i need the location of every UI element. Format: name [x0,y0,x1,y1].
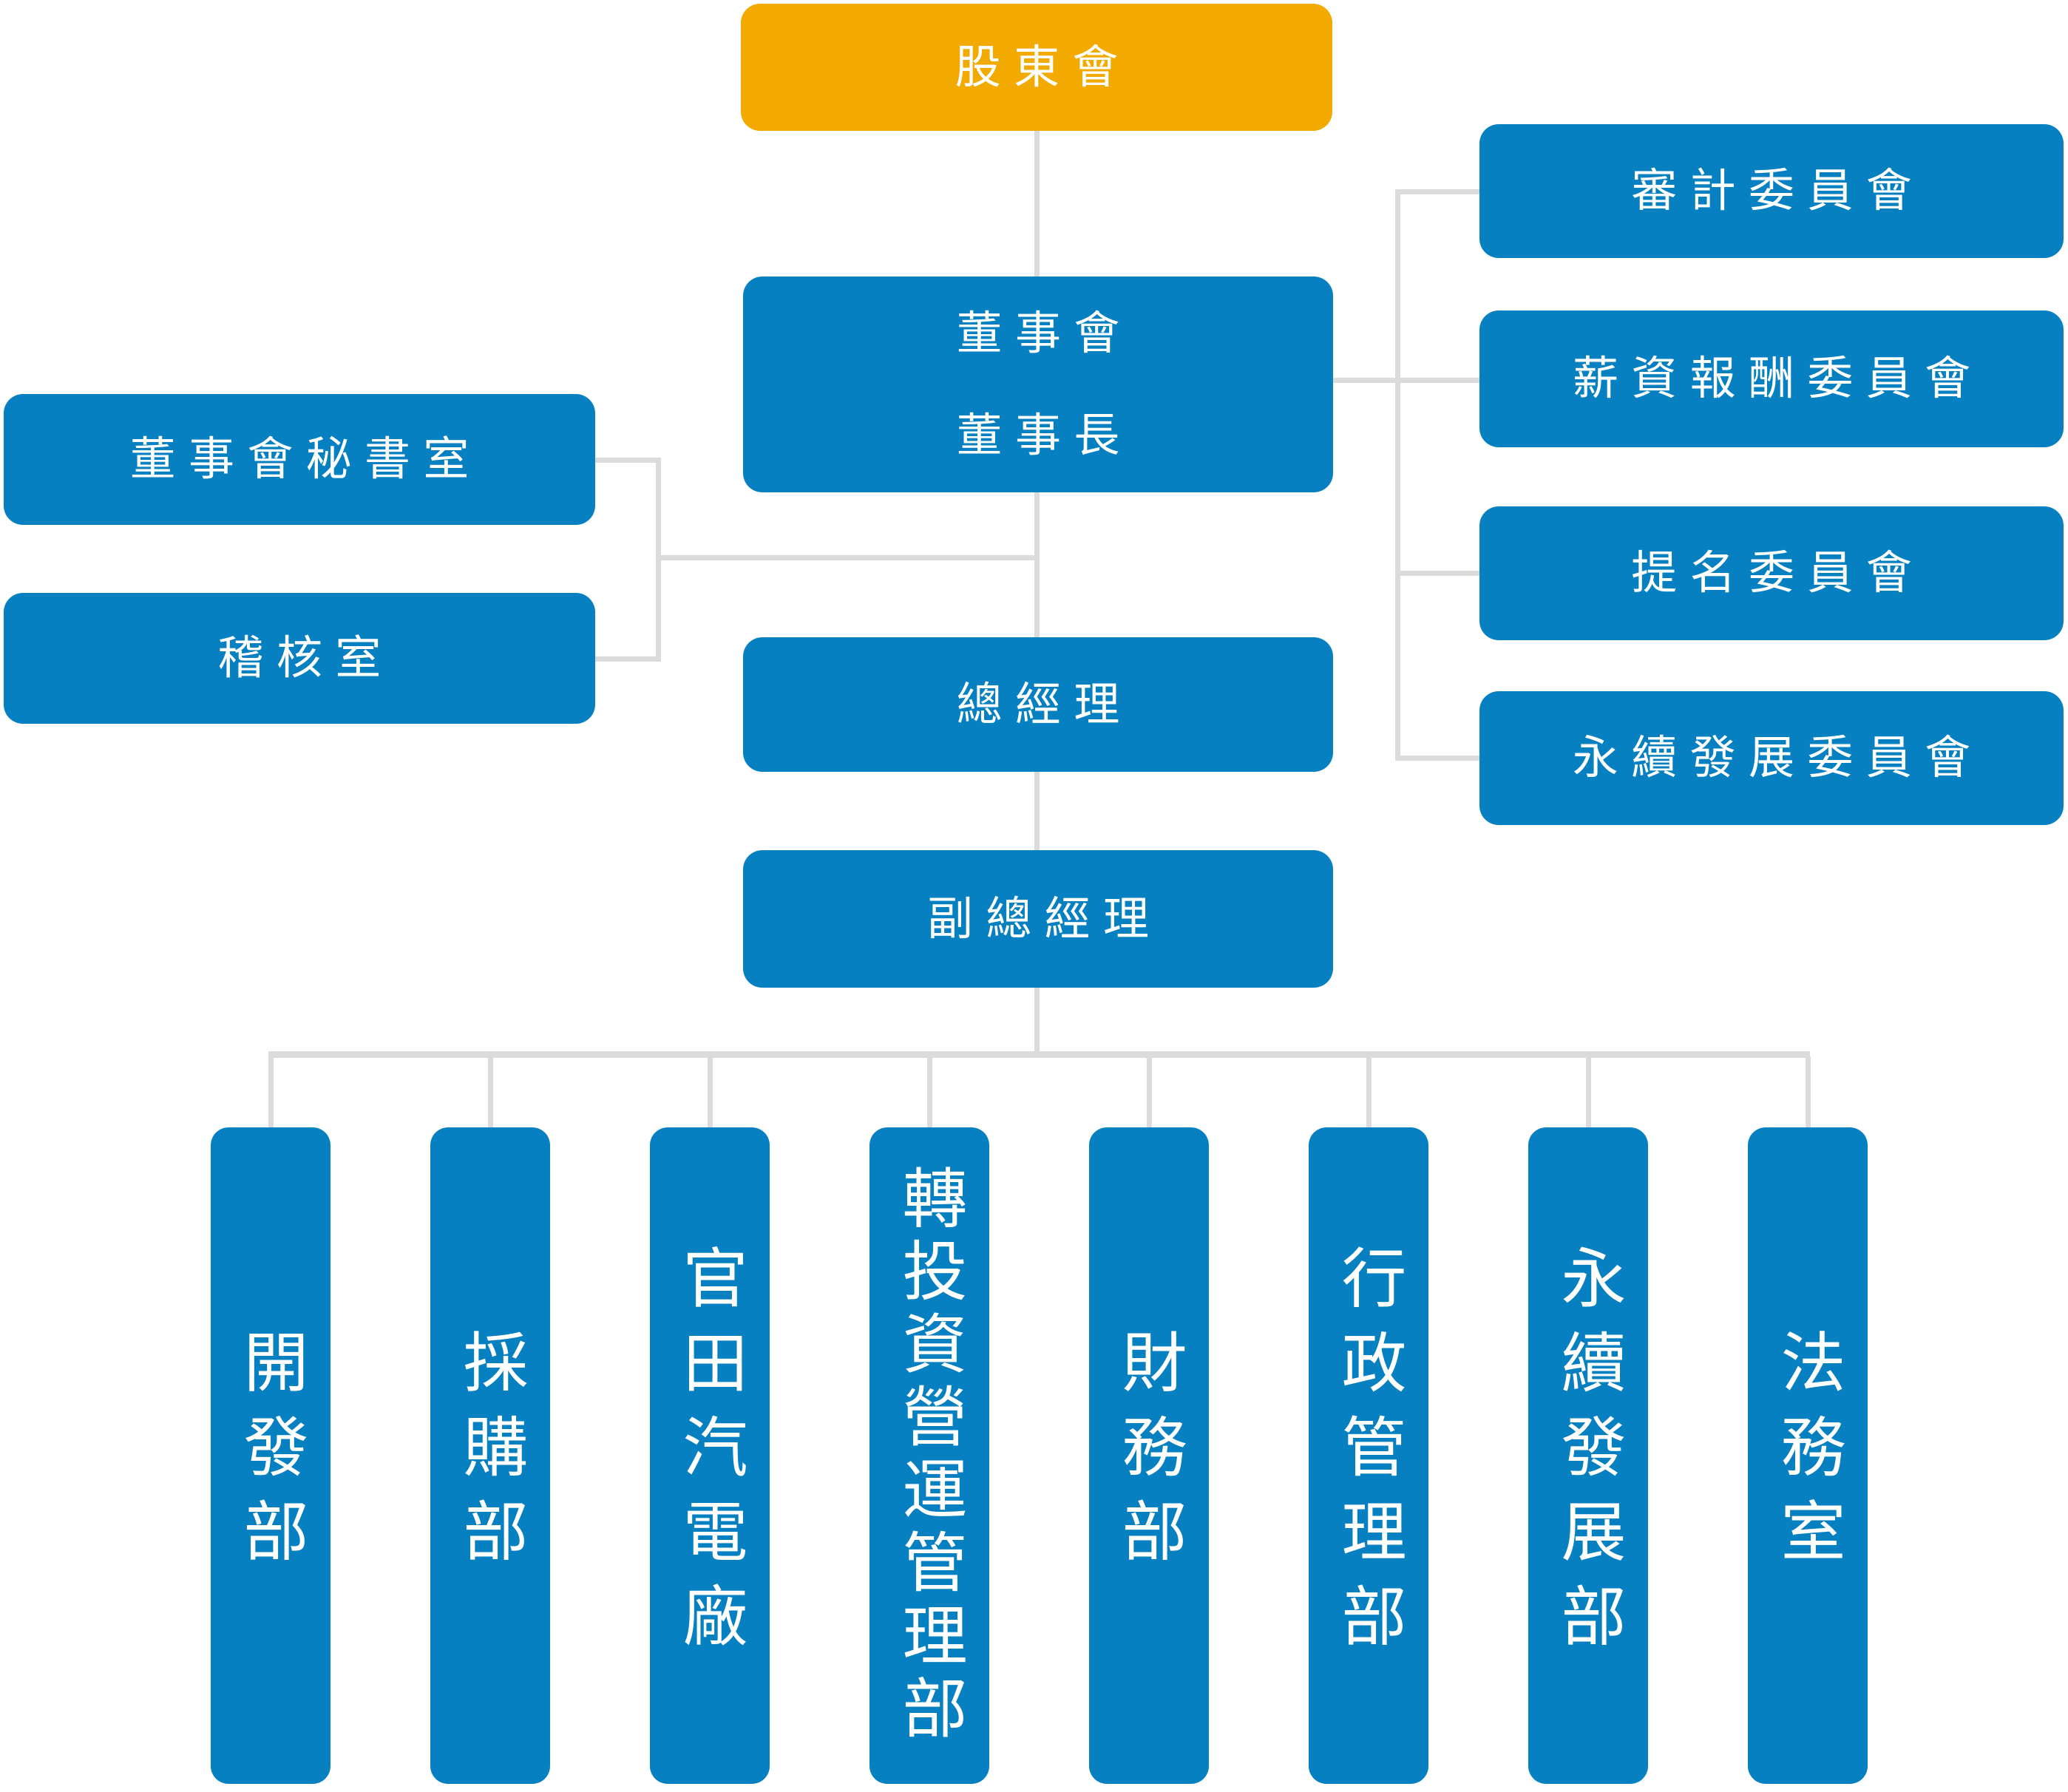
org-node-guantian-cogeneration-plant: 官田汽電廠 [650,1127,770,1784]
procurement-dept-label: 採購部 [452,1328,529,1583]
org-node-deputy-general-manager: 副總經理 [743,850,1333,988]
connector-stub-sustainability-dept [1586,1056,1591,1127]
connector-stub-legal [1806,1056,1811,1127]
org-node-legal-office: 法務室 [1748,1127,1868,1784]
connector-board-gm [1034,492,1040,637]
connector-stub-reinvestment [927,1056,932,1127]
org-node-procurement-dept: 採購部 [430,1127,550,1784]
org-node-board-secretariat: 董事會秘書室 [4,394,595,525]
board-secretariat-label: 董事會秘書室 [129,432,482,486]
sustainable-development-dept-label: 永續發展部 [1550,1244,1627,1667]
org-node-finance-dept: 財務部 [1089,1127,1209,1784]
org-node-development-dept: 開發部 [211,1127,330,1784]
chairman-label: 董事長 [956,408,1133,462]
connector-left-to-center [656,555,1037,560]
connector-shareholders-board [1034,131,1040,276]
org-node-sustainability-committee: 永續發展委員會 [1479,691,2064,825]
connector-stub-finance [1147,1056,1152,1127]
shareholders-meeting-label: 股東會 [955,39,1131,94]
connector-stub-development [268,1056,274,1127]
connector-audit-committee [1395,189,1479,194]
connector-department-distributor [268,1051,1810,1058]
compensation-committee-label: 薪資報酬委員會 [1572,351,1984,406]
connector-deputy-departments [1034,988,1040,1056]
board-of-directors-label: 董事會 [956,305,1133,360]
connector-stub-procurement [488,1056,493,1127]
org-node-sustainable-development-dept: 永續發展部 [1528,1127,1648,1784]
finance-dept-label: 財務部 [1111,1328,1187,1583]
connector-gm-deputy [1034,772,1040,850]
connector-audit-office [595,656,660,662]
org-node-administration-management-dept: 行政管理部 [1309,1127,1428,1784]
administration-management-dept-label: 行政管理部 [1331,1244,1407,1667]
org-node-audit-office: 稽核室 [4,593,595,724]
guantian-cogeneration-plant-label: 官田汽電廠 [672,1244,748,1667]
legal-office-label: 法務室 [1770,1328,1846,1583]
connector-right-trunk [1395,189,1400,760]
audit-office-label: 稽核室 [217,631,394,685]
connector-board-committees [1333,378,1479,383]
board-label-group: 董事會 董事長 [943,306,1132,464]
connector-sustainability-committee [1395,756,1479,761]
org-node-board-of-directors: 董事會 董事長 [743,276,1333,492]
org-node-general-manager: 總經理 [743,637,1333,772]
connector-secretariat [595,458,660,463]
audit-committee-label: 審計委員會 [1631,163,1925,218]
development-dept-label: 開發部 [233,1328,309,1583]
org-node-shareholders-meeting: 股東會 [741,4,1332,131]
connector-stub-guantian-plant [708,1056,713,1127]
org-node-reinvestment-operations-management-dept: 轉投資營運管理部 [869,1127,989,1784]
sustainability-committee-label: 永續發展委員會 [1572,730,1984,785]
org-node-compensation-committee: 薪資報酬委員會 [1479,310,2064,447]
org-node-audit-committee: 審計委員會 [1479,124,2064,258]
connector-nomination-committee [1395,571,1479,576]
deputy-general-manager-label: 副總經理 [926,891,1162,946]
connector-stub-administration [1366,1056,1372,1127]
org-node-nomination-committee: 提名委員會 [1479,506,2064,640]
general-manager-label: 總經理 [956,676,1133,731]
reinvestment-operations-management-dept-label: 轉投資營運管理部 [892,1164,968,1748]
nomination-committee-label: 提名委員會 [1631,546,1925,600]
